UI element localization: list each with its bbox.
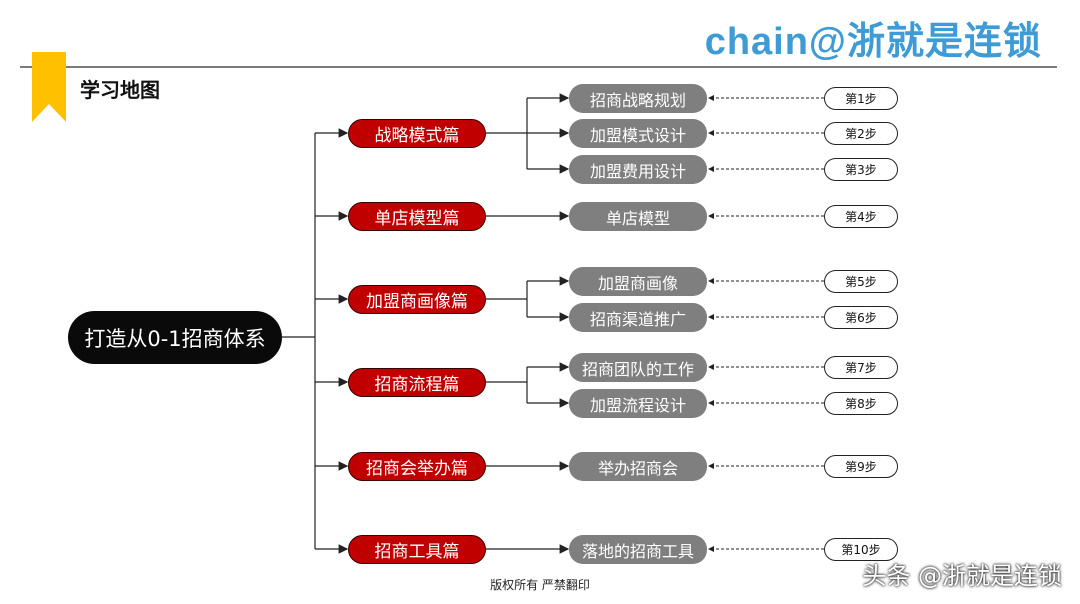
category-node-store-model: 单店模型篇 (348, 202, 486, 231)
step-label: 第3步 (824, 158, 898, 181)
step-label: 第8步 (824, 392, 898, 415)
step-label: 第2步 (824, 122, 898, 145)
step-label: 第4步 (824, 205, 898, 228)
topic-node: 加盟商画像 (569, 267, 707, 296)
step-label: 第1步 (824, 87, 898, 110)
category-node-tools: 招商工具篇 (348, 535, 486, 564)
topic-node: 招商战略规划 (569, 84, 707, 113)
step-label: 第6步 (824, 306, 898, 329)
step-label: 第10步 (824, 538, 898, 561)
topic-node: 加盟流程设计 (569, 389, 707, 418)
category-node-franchisee: 加盟商画像篇 (348, 285, 486, 314)
copyright-notice: 版权所有 严禁翻印 (490, 578, 590, 592)
header-divider (20, 66, 1057, 68)
bookmark-icon (32, 52, 66, 122)
category-node-process: 招商流程篇 (348, 368, 486, 397)
root-node: 打造从0-1招商体系 (68, 311, 282, 364)
topic-node: 单店模型 (569, 202, 707, 231)
category-node-strategy: 战略模式篇 (348, 119, 486, 148)
topic-node: 落地的招商工具 (569, 535, 707, 564)
topic-node: 招商渠道推广 (569, 303, 707, 332)
step-label: 第5步 (824, 270, 898, 293)
topic-node: 加盟模式设计 (569, 119, 707, 148)
step-label: 第7步 (824, 356, 898, 379)
topic-node: 举办招商会 (569, 452, 707, 481)
page-title: 学习地图 (80, 78, 160, 102)
brand-logo: chain@浙就是连锁 (704, 21, 1042, 63)
step-label: 第9步 (824, 455, 898, 478)
topic-node: 招商团队的工作 (569, 353, 707, 382)
watermark: 头条 @浙就是连锁 (862, 562, 1062, 590)
topic-node: 加盟费用设计 (569, 155, 707, 184)
category-node-meeting: 招商会举办篇 (348, 452, 486, 481)
